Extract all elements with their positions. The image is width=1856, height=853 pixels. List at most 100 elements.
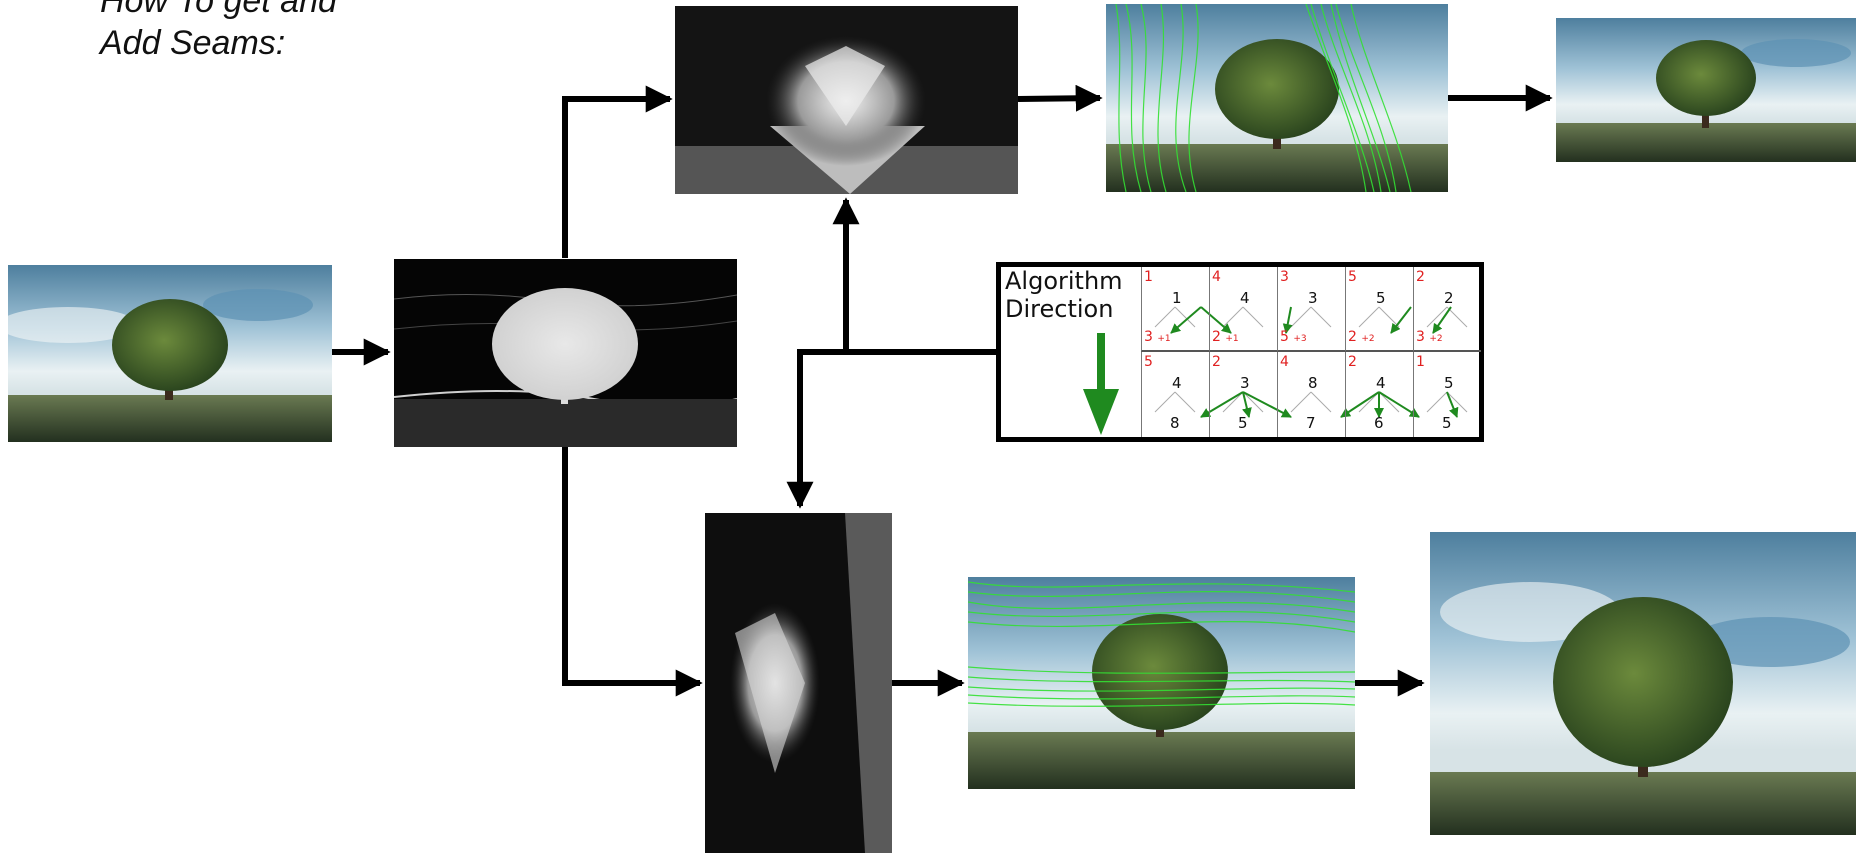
- cell-cost: 5: [1348, 269, 1357, 285]
- bottom-value: 7: [1306, 414, 1316, 432]
- arrow-energy-to-vertical-map: [562, 85, 673, 258]
- arrow-algo-to-vmap: [832, 197, 996, 355]
- title-line-1: How To get and: [100, 0, 337, 20]
- path-line: [1290, 391, 1312, 413]
- path-line: [1426, 306, 1448, 328]
- cell-cost: 4: [1280, 354, 1289, 370]
- bottom-value: 8: [1170, 414, 1180, 432]
- grid-cell: 5 4 8: [1141, 352, 1209, 437]
- seam-arrow: [1242, 391, 1252, 418]
- bottom-value: 6: [1374, 414, 1384, 432]
- cell-cost: 2: [1416, 269, 1425, 285]
- path-line: [1222, 391, 1244, 413]
- path-line: [1154, 391, 1176, 413]
- path-line: [1154, 306, 1176, 328]
- cumulative-value: 3: [1144, 329, 1153, 345]
- seam-arrow: [1432, 306, 1452, 334]
- title-line-2: Add Seams:: [100, 24, 286, 62]
- cell-cumulative: 3 +1: [1144, 329, 1171, 345]
- cell-cumulative: 3 +2: [1416, 329, 1443, 345]
- seam-arrow: [1378, 391, 1420, 418]
- grid-cell: 5 5 2 +2: [1345, 267, 1413, 352]
- cell-value: 4: [1240, 289, 1250, 307]
- cell-value: 4: [1172, 374, 1182, 392]
- cell-value: 2: [1444, 289, 1454, 307]
- path-line: [1242, 306, 1264, 328]
- cell-cost: 2: [1212, 354, 1221, 370]
- grid-cell: 2 2 3 +2: [1413, 267, 1481, 352]
- seam-arrow: [1170, 306, 1202, 334]
- path-line: [1446, 391, 1468, 413]
- cumulative-increment: +1: [1225, 334, 1239, 344]
- grid-cell: 3 3 5 +3: [1277, 267, 1345, 352]
- cell-cost: 3: [1280, 269, 1289, 285]
- arrow-energy-to-horizontal-map: [562, 447, 703, 697]
- path-line: [1242, 391, 1264, 413]
- vertical-seams-overlay: [1106, 4, 1448, 192]
- path-line: [1426, 391, 1448, 413]
- path-line: [1290, 306, 1312, 328]
- cell-cost: 1: [1144, 269, 1153, 285]
- cell-value: 3: [1308, 289, 1318, 307]
- direction-down-arrow-icon: [1083, 333, 1119, 435]
- cell-cumulative: 2 +2: [1348, 329, 1375, 345]
- algorithm-label-line-2: Direction: [1005, 295, 1114, 323]
- path-line: [1174, 391, 1196, 413]
- path-line: [1310, 391, 1332, 413]
- vertical-result: [1556, 18, 1856, 162]
- cumulative-value: 2: [1348, 329, 1357, 345]
- grid-cell: 4 4 2 +1: [1209, 267, 1277, 352]
- cell-cost: 5: [1144, 354, 1153, 370]
- cumulative-value: 2: [1212, 329, 1221, 345]
- cell-value: 5: [1444, 374, 1454, 392]
- cumulative-value: 3: [1416, 329, 1425, 345]
- seam-arrow: [1282, 306, 1293, 334]
- input-photo: [8, 265, 332, 442]
- seam-arrow: [1390, 306, 1412, 334]
- cell-cost: 1: [1416, 354, 1425, 370]
- arrow-algo-to-hmap: [786, 349, 846, 509]
- energy-map: [394, 259, 737, 447]
- seam-arrow: [1242, 391, 1292, 418]
- cell-cost: 4: [1212, 269, 1221, 285]
- seam-arrow: [1446, 391, 1459, 418]
- cumulative-increment: +1: [1157, 334, 1171, 344]
- cumulative-increment: +3: [1293, 334, 1307, 344]
- seam-arrow: [1200, 306, 1232, 334]
- cell-value: 4: [1376, 374, 1386, 392]
- path-line: [1378, 391, 1400, 413]
- horizontal-seams-overlay: [968, 577, 1355, 789]
- grid-cell: 4 8 7: [1277, 352, 1345, 437]
- cell-value: 5: [1376, 289, 1386, 307]
- horizontal-result: [1430, 532, 1856, 835]
- cumulative-value: 5: [1280, 329, 1289, 345]
- grid-cell: 2 3 5: [1209, 352, 1277, 437]
- grid-cell: 1 5 5: [1413, 352, 1481, 437]
- diagram-title: How To get and Add Seams:: [100, 0, 337, 64]
- algorithm-label-line-1: Algorithm: [1005, 267, 1123, 295]
- seam-arrow: [1340, 391, 1380, 418]
- horizontal-cumulative-map: [705, 513, 892, 853]
- cell-cumulative: 2 +1: [1212, 329, 1239, 345]
- path-line: [1358, 306, 1380, 328]
- cumulative-increment: +2: [1429, 334, 1443, 344]
- cell-value: 1: [1172, 289, 1182, 307]
- bottom-value: 5: [1442, 414, 1452, 432]
- bottom-value: 5: [1238, 414, 1248, 432]
- path-line: [1174, 306, 1196, 328]
- cell-cumulative: 5 +3: [1280, 329, 1307, 345]
- cell-value: 8: [1308, 374, 1318, 392]
- path-line: [1446, 306, 1468, 328]
- cell-value: 3: [1240, 374, 1250, 392]
- arrow-vmap-to-vseams: [1017, 84, 1103, 112]
- vertical-cumulative-map: [675, 6, 1018, 194]
- seam-arrow: [1200, 391, 1244, 418]
- grid-cell: 1 1 3 +1: [1141, 267, 1209, 352]
- cumulative-increment: +2: [1361, 334, 1375, 344]
- path-line: [1310, 306, 1332, 328]
- grid-cell: 2 4 6: [1345, 352, 1413, 437]
- cell-cost: 2: [1348, 354, 1357, 370]
